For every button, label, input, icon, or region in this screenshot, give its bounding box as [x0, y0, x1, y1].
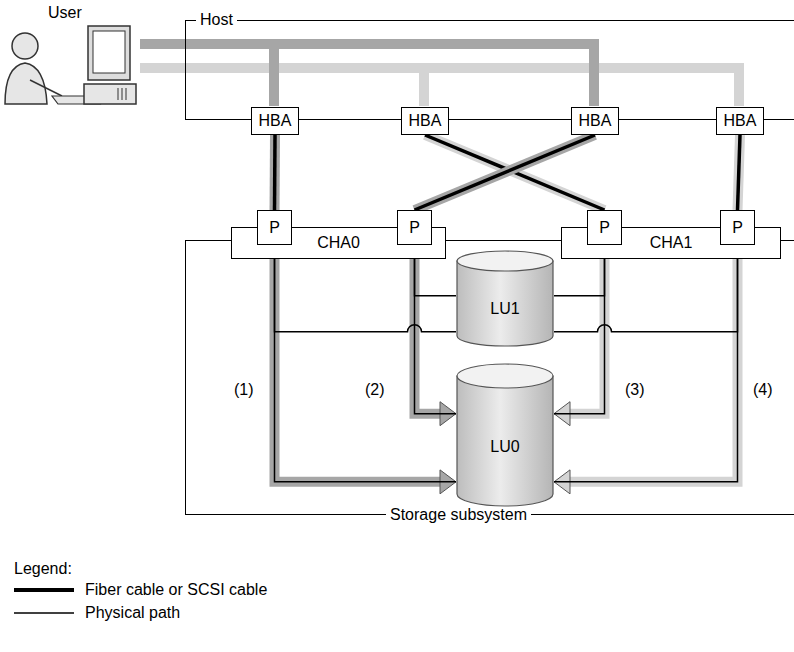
user-icon [5, 26, 136, 104]
connector [415, 135, 596, 210]
cylinder-shape [456, 364, 554, 506]
box-label: HBA [579, 112, 612, 130]
actor-label: User [48, 4, 82, 22]
access-path [140, 44, 594, 106]
connector [415, 245, 457, 426]
callout-number: (3) [625, 381, 645, 399]
host-region: HostHBAHBAHBAHBA [185, 20, 794, 120]
logical-unit: LU0 [456, 364, 554, 506]
cylinder-body [457, 261, 553, 346]
cylinder-body [457, 376, 553, 506]
logical-unit: LU1 [456, 251, 554, 346]
box-label: HBA [259, 112, 292, 130]
connector [275, 245, 457, 494]
physical-path [275, 245, 457, 482]
access-path [568, 245, 605, 414]
vent-lines [118, 88, 126, 100]
screen [93, 31, 125, 73]
port-box: P [397, 210, 432, 245]
user-body [5, 63, 47, 104]
legend-text: Fiber cable or SCSI cable [85, 581, 267, 599]
access-path [275, 245, 443, 482]
box-label: P [732, 219, 743, 237]
port-box: P [257, 210, 292, 245]
channel-adapter: CHA0PP [231, 227, 446, 259]
access-path [738, 135, 741, 210]
storage-region: Storage subsystemCHA0PPCHA1PPLU1LU0 [185, 240, 794, 515]
port-box: P [587, 210, 622, 245]
cylinder-label: LU1 [490, 300, 519, 318]
physical-path [554, 245, 605, 414]
callout-number: (4) [753, 381, 773, 399]
connector [554, 245, 605, 426]
fiber-cable [273, 135, 277, 210]
box-label: HBA [409, 112, 442, 130]
access-path [270, 135, 281, 210]
connector [274, 135, 276, 210]
legend-text: Physical path [85, 604, 180, 622]
channel-adapter: CHA1PP [561, 227, 781, 259]
box-label: CHA1 [650, 234, 693, 252]
callout-number: (1) [234, 381, 254, 399]
cylinder-top [457, 364, 553, 388]
user-head [12, 33, 38, 59]
cylinder-top [457, 251, 553, 271]
physical-path [554, 245, 738, 482]
access-path [415, 135, 596, 210]
legend-sample-thick [14, 588, 74, 592]
monitor [88, 26, 130, 80]
region-label: Storage subsystem [386, 506, 531, 524]
fiber-cable [738, 135, 741, 210]
hba-box: HBA [251, 107, 299, 135]
hba-box: HBA [571, 107, 619, 135]
box-label: HBA [724, 112, 757, 130]
user-arm [30, 80, 62, 96]
access-path [140, 68, 739, 106]
legend-sample-thin [14, 612, 74, 614]
port-box: P [720, 210, 755, 245]
connector [554, 245, 738, 494]
box-label: P [409, 219, 420, 237]
hba-box: HBA [716, 107, 764, 135]
computer-base [84, 84, 136, 104]
cylinder-shape [456, 251, 554, 346]
fiber-cable [415, 135, 596, 210]
legend-title: Legend: [14, 560, 72, 578]
access-path [415, 245, 443, 414]
box-label: P [599, 219, 610, 237]
box-label: P [269, 219, 280, 237]
access-path [568, 245, 738, 482]
cylinder-label: LU0 [490, 438, 519, 456]
callout-number: (2) [365, 381, 385, 399]
box-label: CHA0 [317, 234, 360, 252]
region-label: Host [196, 11, 237, 29]
connector [738, 135, 741, 210]
hba-box: HBA [401, 107, 449, 135]
